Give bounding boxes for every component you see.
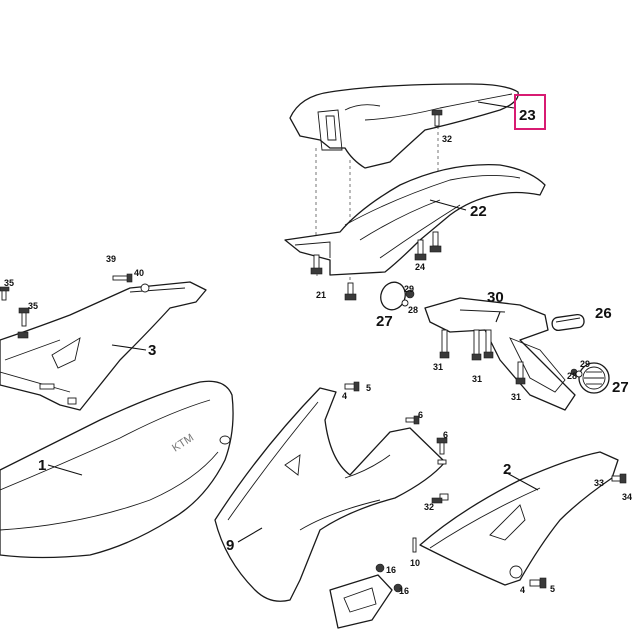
callout-30: 30 (487, 289, 504, 306)
part-1-seat[interactable]: KTM (0, 380, 234, 559)
callout-5: 5 (366, 383, 371, 393)
callout-29: 29 (580, 359, 590, 369)
part-3-side-panel[interactable] (0, 281, 207, 411)
callout-29: 29 (404, 284, 414, 294)
bracket-left (17, 331, 77, 405)
bolt-4-5-top (344, 381, 360, 392)
callout-31: 31 (511, 392, 521, 402)
callout-33: 33 (594, 478, 604, 488)
bolt-33-34 (611, 473, 627, 484)
callout-22: 22 (470, 203, 487, 220)
callout-4: 4 (342, 391, 347, 401)
callout-16: 16 (399, 586, 409, 596)
bolt-10 (412, 537, 417, 553)
callout-26: 26 (595, 305, 612, 322)
part-22-rear-mudguard[interactable] (284, 164, 546, 276)
bolt-39-40 (112, 273, 150, 293)
callout-16: 16 (386, 565, 396, 575)
callout-23: 23 (519, 107, 536, 124)
bolt-31 (439, 329, 526, 385)
nut-29-washer-28 (401, 289, 583, 378)
callout-28: 28 (408, 305, 418, 315)
leader-lines (47, 101, 539, 543)
part-26-plate-light[interactable] (551, 313, 585, 332)
callout-27: 27 (612, 379, 629, 396)
bolt-32-top (431, 109, 443, 127)
bolt-32-bottom (431, 493, 449, 504)
callout-9: 9 (226, 537, 234, 554)
bracket-16 (329, 563, 403, 629)
callout-2: 2 (503, 461, 511, 478)
bolt-4-5-bottom (529, 577, 547, 589)
bolt-21 (310, 254, 357, 301)
callout-1: 1 (38, 457, 46, 474)
callout-31: 31 (433, 362, 443, 372)
callout-21: 21 (316, 290, 326, 300)
callout-39: 39 (106, 254, 116, 264)
part-2-side-panel[interactable] (419, 451, 619, 586)
highlight-box-23 (514, 94, 546, 130)
bolt-24 (414, 231, 442, 261)
callout-4: 4 (520, 585, 525, 595)
callout-24: 24 (415, 262, 425, 272)
callout-31: 31 (472, 374, 482, 384)
callout-3: 3 (148, 342, 156, 359)
bolt-35 (0, 286, 30, 327)
callout-10: 10 (410, 558, 420, 568)
part-30-plate-holder[interactable] (424, 297, 576, 411)
callout-6: 6 (443, 430, 448, 440)
part-23-seat-cowl[interactable] (289, 83, 519, 169)
callout-27: 27 (376, 313, 393, 330)
callout-28: 28 (567, 371, 577, 381)
part-27-reflector-right[interactable] (578, 362, 610, 394)
callout-32: 32 (424, 502, 434, 512)
callout-35: 35 (4, 278, 14, 288)
callouts: 23 32 22 24 21 27 29 28 30 26 29 28 27 3… (4, 94, 632, 596)
callout-6: 6 (418, 410, 423, 420)
callout-40: 40 (134, 268, 144, 278)
bolt-6 (405, 415, 448, 465)
callout-34: 34 (622, 492, 632, 502)
callout-32: 32 (442, 134, 452, 144)
callout-5: 5 (550, 584, 555, 594)
callout-35: 35 (28, 301, 38, 311)
part-9-shroud[interactable] (214, 387, 446, 602)
